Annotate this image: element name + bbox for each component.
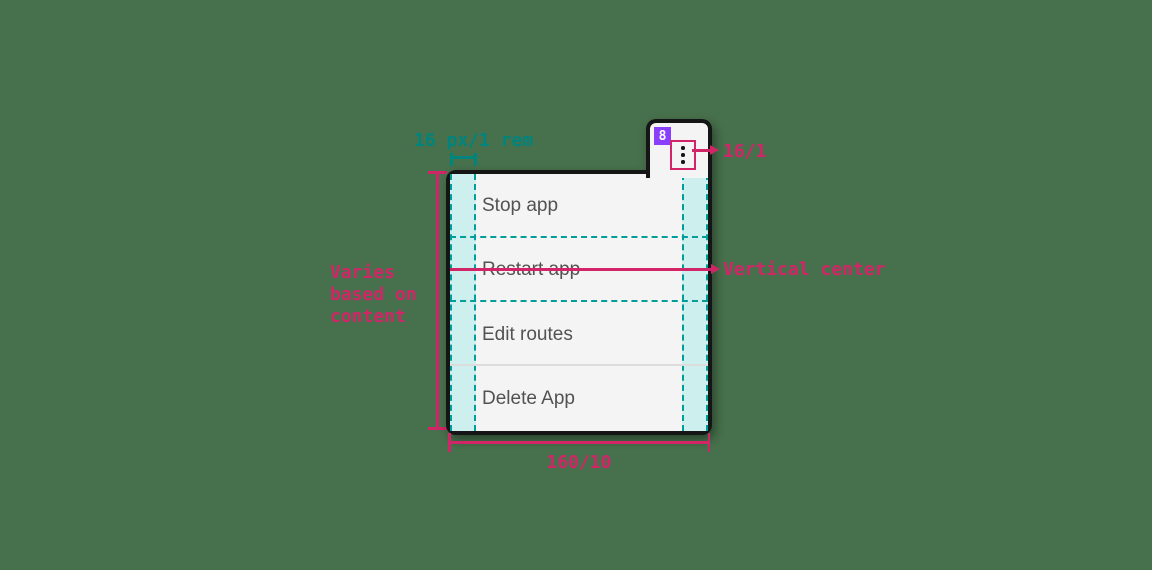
menu-item-stop-app[interactable]: Stop app bbox=[450, 174, 708, 238]
menu-item-list: Stop app Restart app Edit routes Delete … bbox=[450, 174, 708, 431]
width-measure-line bbox=[448, 434, 710, 451]
menu-item-label: Stop app bbox=[482, 195, 559, 217]
menu-item-edit-routes[interactable]: Edit routes bbox=[450, 303, 708, 367]
overflow-menu-panel: Stop app Restart app Edit routes Delete … bbox=[446, 170, 712, 435]
row-boundary-guide bbox=[450, 300, 708, 302]
kebab-button-tab: 8 bbox=[646, 119, 712, 178]
icon-size-label: 16/1 bbox=[723, 141, 767, 162]
menu-item-delete-app[interactable]: Delete App bbox=[450, 367, 708, 431]
icon-size-arrow-line bbox=[692, 149, 711, 152]
vertical-center-line bbox=[450, 268, 712, 271]
menu-item-label: Edit routes bbox=[482, 323, 573, 345]
icon-measure-box bbox=[670, 140, 696, 170]
padding-size-label: 16 px/1 rem bbox=[414, 130, 534, 151]
overflow-menu-vertical-icon[interactable] bbox=[681, 146, 685, 164]
menu-divider bbox=[450, 364, 708, 366]
row-boundary-guide bbox=[450, 236, 708, 238]
height-measure-line bbox=[428, 171, 447, 430]
icon-size-arrowhead-icon bbox=[710, 145, 719, 155]
width-size-label: 160/10 bbox=[546, 452, 612, 473]
vertical-center-arrowhead-icon bbox=[711, 264, 720, 274]
overflow-menu: Stop app Restart app Edit routes Delete … bbox=[446, 119, 712, 435]
vertical-center-label: Vertical center bbox=[723, 259, 886, 280]
step-badge: 8 bbox=[654, 127, 671, 145]
menu-item-label: Delete App bbox=[482, 387, 575, 409]
padding-highlight-left bbox=[450, 174, 476, 431]
padding-measure-bracket bbox=[450, 153, 477, 166]
height-note-label: Varies based on content bbox=[330, 262, 417, 327]
padding-highlight-right bbox=[682, 174, 708, 431]
